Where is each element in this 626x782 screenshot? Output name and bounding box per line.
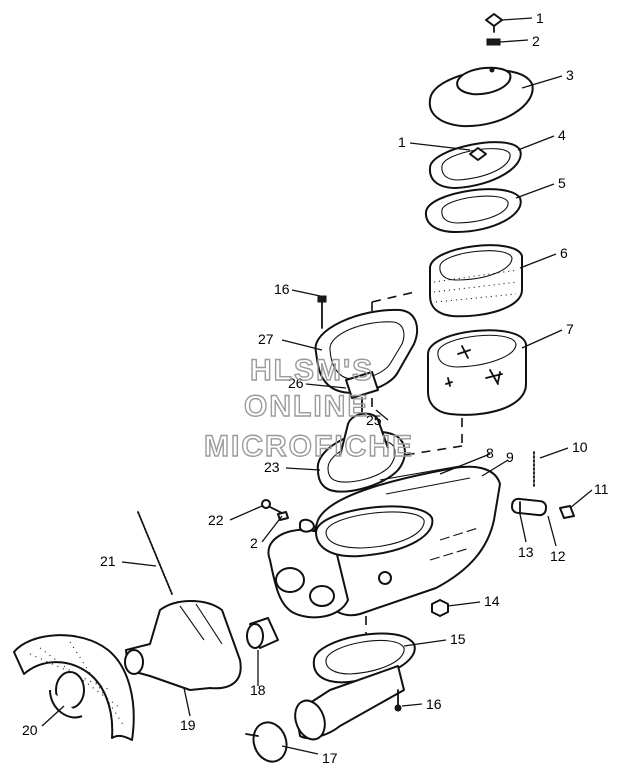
watermark-line-1: HLSM'S [250,354,374,387]
pre-cleaner-foam [429,244,523,318]
washer-top [486,38,501,46]
callout-6: 6 [560,245,568,261]
callout-11: 11 [594,481,609,497]
air-filter-element [427,329,527,416]
callout-leaders [41,17,593,755]
stud-spacer-cap [510,451,575,519]
callout-17: 17 [322,750,338,766]
bushing [246,617,279,649]
callout-labels: 1 2 3 1 4 5 6 7 16 27 26 25 23 8 9 10 11… [22,10,609,766]
callout-16-bottom: 16 [426,696,442,712]
screw-washer [261,499,315,533]
gasket-ring [424,188,522,233]
callout-14: 14 [484,593,500,609]
callout-19: 19 [180,717,196,733]
callout-12: 12 [550,548,566,564]
callout-18: 18 [250,682,266,698]
callout-23: 23 [264,459,280,475]
elbow-housing [316,412,406,493]
lower-duct [294,665,405,741]
clamp-strap [137,511,173,595]
air-cleaner-cover [428,66,534,128]
watermark-line-3: MICROFICHE [204,430,414,463]
heat-shield [13,634,135,741]
watermark: HLSM'S ONLINE MICROFICHE [203,353,414,463]
callout-10: 10 [572,439,588,455]
callout-21: 21 [100,553,116,569]
callout-7: 7 [566,321,574,337]
wing-nut-top [485,13,503,33]
bolt-bottom [394,689,402,712]
cover-base-plate [428,141,522,189]
intake-funnel [124,600,242,691]
callout-26: 26 [288,375,304,391]
air-box-housing [267,465,501,619]
callout-1-top: 1 [536,10,544,26]
callout-13: 13 [518,544,534,560]
callout-9: 9 [506,449,514,465]
callout-2-top: 2 [532,33,540,49]
callout-22: 22 [208,512,224,528]
callout-4: 4 [558,127,566,143]
callout-8: 8 [486,445,494,461]
callout-20: 20 [22,722,38,738]
callout-27: 27 [258,331,274,347]
callout-16-top: 16 [274,281,290,297]
callout-15: 15 [450,631,466,647]
callout-25: 25 [366,412,382,428]
hex-nut [431,599,449,617]
end-cap [245,721,288,763]
callout-1-mid: 1 [398,134,406,150]
mounting-gasket-plate [314,295,418,394]
watermark-line-2: ONLINE [244,390,369,423]
callout-3: 3 [566,67,574,83]
callout-5: 5 [558,175,566,191]
callout-2-mid: 2 [250,535,258,551]
